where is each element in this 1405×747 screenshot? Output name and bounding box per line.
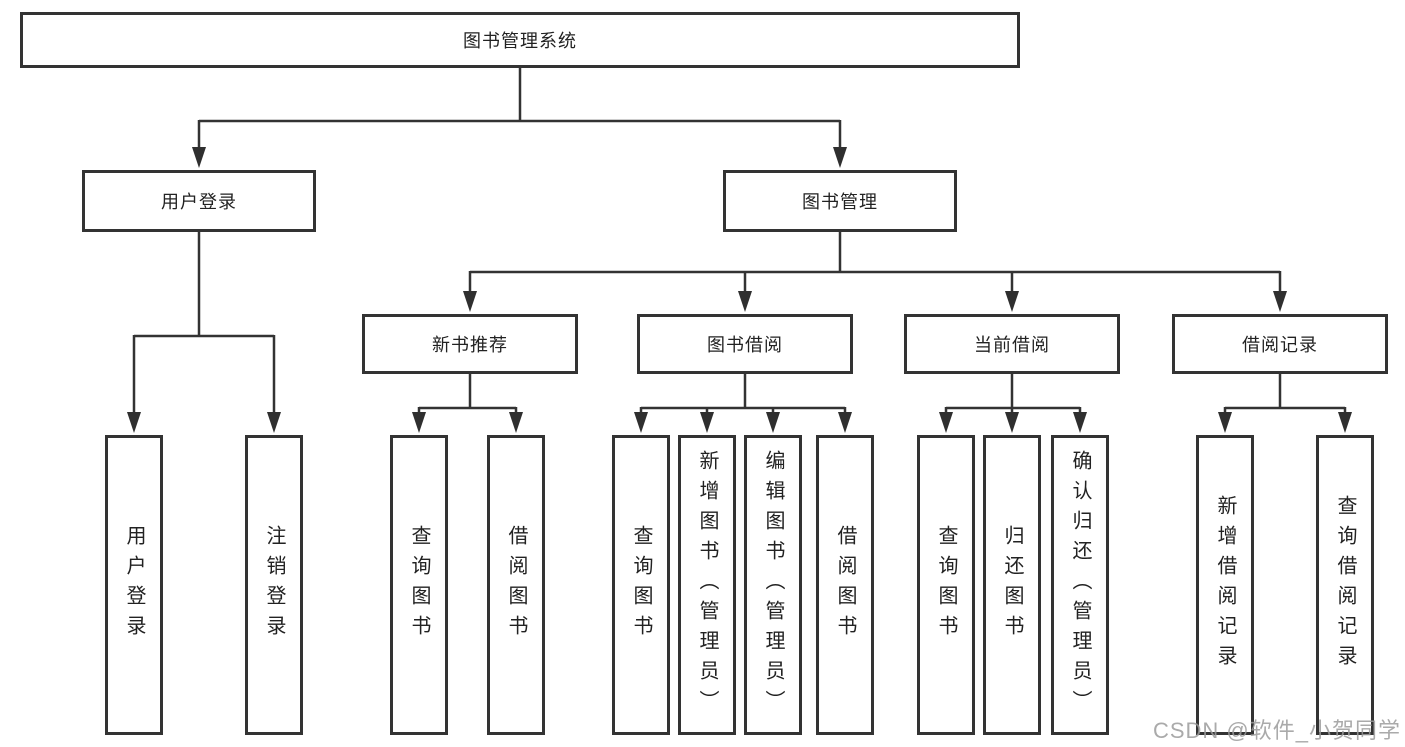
leaf-add-book-admin: 新增图书（管理员） xyxy=(678,435,736,735)
leaf-label: 用户登录 xyxy=(123,525,145,645)
leaf-query-books-borrow: 查询图书 xyxy=(612,435,670,735)
leaf-label: 编辑图书（管理员） xyxy=(762,450,784,720)
leaf-label: 查询图书 xyxy=(630,525,652,645)
node-borrow-records: 借阅记录 xyxy=(1172,314,1388,374)
leaf-label: 借阅图书 xyxy=(834,525,856,645)
leaf-borrow-books: 借阅图书 xyxy=(816,435,874,735)
node-current-borrow: 当前借阅 xyxy=(904,314,1120,374)
leaf-label: 查询图书 xyxy=(408,525,430,645)
leaf-return-book: 归还图书 xyxy=(983,435,1041,735)
node-book-management: 图书管理 xyxy=(723,170,957,232)
node-user-login: 用户登录 xyxy=(82,170,316,232)
leaf-add-borrow-record: 新增借阅记录 xyxy=(1196,435,1254,735)
leaf-label: 注销登录 xyxy=(263,525,285,645)
connector-book-borrow-branch xyxy=(639,374,847,416)
connector-current-borrow-branch xyxy=(944,374,1082,416)
arrowheads xyxy=(127,147,1352,433)
leaf-confirm-return-admin: 确认归还（管理员） xyxy=(1051,435,1109,735)
leaf-query-borrow-record: 查询借阅记录 xyxy=(1316,435,1374,735)
leaf-label: 确认归还（管理员） xyxy=(1069,450,1091,720)
connector-user-login-branch xyxy=(132,232,276,416)
csdn-watermark: CSDN @软件_小贺同学 xyxy=(1152,718,1401,743)
leaf-label: 归还图书 xyxy=(1001,525,1023,645)
leaf-edit-book-admin: 编辑图书（管理员） xyxy=(744,435,802,735)
node-book-borrow: 图书借阅 xyxy=(637,314,853,374)
connector-borrow-record-branch xyxy=(1223,374,1347,416)
leaf-logout: 注销登录 xyxy=(245,435,303,735)
connector-book-management-branch xyxy=(468,232,1282,294)
leaf-label: 新增借阅记录 xyxy=(1214,495,1236,675)
leaf-query-books-current: 查询图书 xyxy=(917,435,975,735)
node-library-system: 图书管理系统 xyxy=(20,12,1020,68)
leaf-label: 借阅图书 xyxy=(505,525,527,645)
leaf-label: 新增图书（管理员） xyxy=(696,450,718,720)
leaf-label: 查询图书 xyxy=(935,525,957,645)
leaf-query-books-recommend: 查询图书 xyxy=(390,435,448,735)
leaf-borrow-books-recommend: 借阅图书 xyxy=(487,435,545,735)
connector-new-book-branch xyxy=(417,374,518,416)
connector-root-to-level2 xyxy=(197,68,842,150)
node-new-book-recommend: 新书推荐 xyxy=(362,314,578,374)
leaf-user-login: 用户登录 xyxy=(105,435,163,735)
leaf-label: 查询借阅记录 xyxy=(1334,495,1356,675)
